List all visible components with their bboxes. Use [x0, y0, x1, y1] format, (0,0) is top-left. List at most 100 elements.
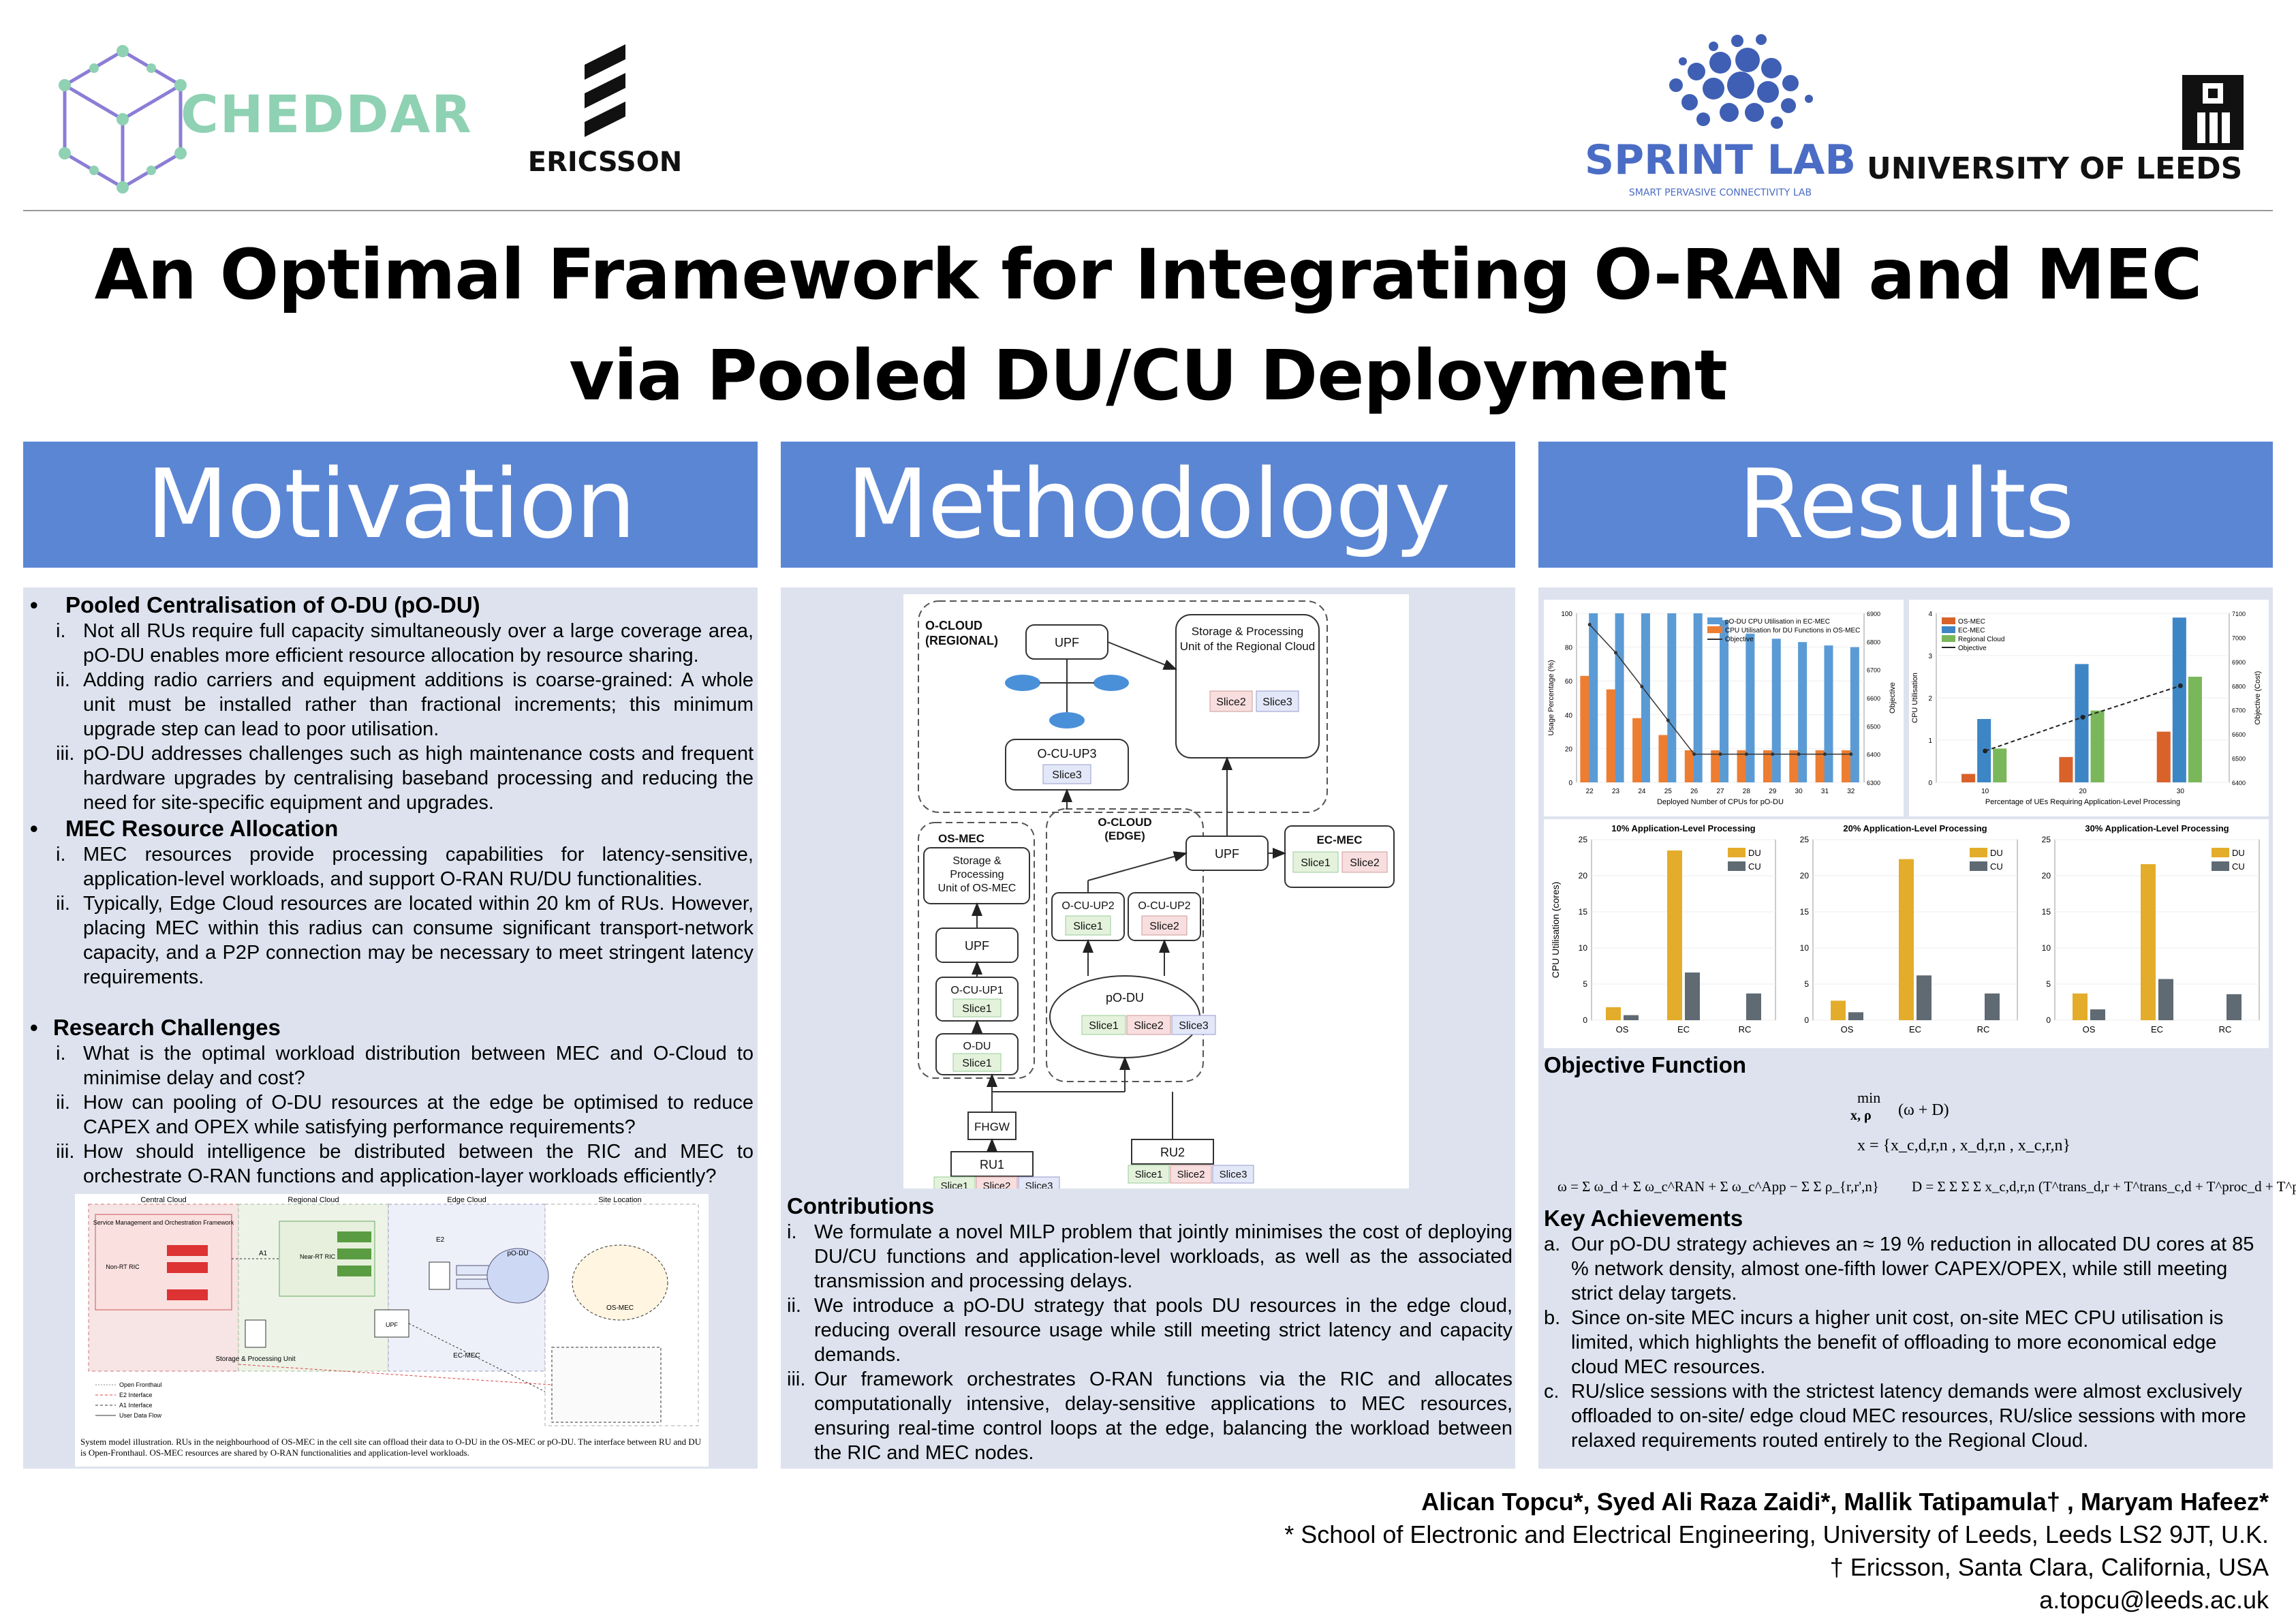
bar — [2156, 731, 2171, 782]
objective-point — [1822, 752, 1827, 756]
y2-tick-label: 6300 — [1867, 780, 1880, 786]
y-tick-label: 60 — [1565, 678, 1573, 686]
x-tick-label: 10 — [1981, 788, 1989, 795]
y-tick-label: 5 — [1583, 979, 1587, 989]
y2-tick-label: 7000 — [2232, 634, 2246, 641]
fig-legend: Open Fronthaul E2 Interface A1 Interface… — [95, 1381, 162, 1419]
central-cloud-label: Central Cloud — [140, 1196, 186, 1204]
list-number: i. — [787, 1221, 797, 1243]
edge-cloud-label: Edge Cloud — [447, 1196, 486, 1204]
sprint-wordmark: SPRINT LAB — [1584, 136, 1857, 184]
leeds-wordmark: UNIVERSITY OF LEEDS — [1867, 151, 2243, 186]
y-tick-label: 15 — [2042, 907, 2051, 917]
list-text: RU/slice sessions with the strictest lat… — [1571, 1381, 2246, 1452]
sprint-subtitle: SMART PERVASIVE CONNECTIVITY LAB — [1628, 187, 1812, 198]
list-text: MEC resources provide processing capabil… — [83, 844, 754, 890]
objective-point — [1983, 748, 1988, 754]
subplot-title: 20% Application-Level Processing — [1843, 823, 1987, 833]
svg-text:E2 Interface: E2 Interface — [119, 1392, 153, 1398]
y-tick-label: 3 — [1928, 653, 1932, 660]
svg-text:Slice2: Slice2 — [1350, 857, 1380, 869]
x-tick-label: OS — [1841, 1024, 1854, 1035]
legend-swatch — [1728, 848, 1746, 857]
svg-text:Slice2: Slice2 — [983, 1180, 1011, 1189]
bar-cu — [1624, 1015, 1639, 1020]
odu: O-DU — [963, 1041, 991, 1052]
storage-fig-label: Storage & Processing Unit — [215, 1355, 296, 1363]
svg-text:Slice1: Slice1 — [962, 1003, 992, 1015]
legend-label: pO-DU CPU Utilisation in EC-MEC — [1725, 618, 1830, 626]
x-tick-label: 30 — [2177, 788, 2185, 795]
y-tick-label: 25 — [2042, 835, 2051, 844]
svg-text:Slice3: Slice3 — [1262, 696, 1292, 708]
ru1: RU1 — [980, 1158, 1004, 1171]
ericsson-wordmark: ERICSSON — [527, 147, 683, 178]
svg-text:Slice2: Slice2 — [1177, 1169, 1205, 1180]
x-tick-label: 29 — [1769, 788, 1777, 795]
y-tick-label: 0 — [1804, 1015, 1809, 1025]
x-tick-label: 32 — [1847, 788, 1855, 795]
list-number: i. — [56, 620, 66, 642]
svg-text:Slice3: Slice3 — [1025, 1180, 1053, 1189]
y-tick-label: 4 — [1928, 611, 1932, 618]
svg-text:Slice1: Slice1 — [1089, 1020, 1119, 1032]
cheddar-logo: CHEDDAR — [34, 37, 471, 194]
fhgw: FHGW — [974, 1120, 1010, 1133]
list-text: What is the optimal workload distributio… — [83, 1043, 754, 1089]
bar-ec-mec — [1641, 613, 1650, 782]
bar-du — [1831, 1000, 1846, 1020]
ericsson-logo: ERICSSON — [523, 44, 687, 187]
objective-point — [1614, 651, 1618, 655]
ocu-up2-b: O-CU-UP2 — [1138, 900, 1190, 912]
x-tick-label: EC — [2151, 1024, 2163, 1035]
contact-email[interactable]: a.topcu@leeds.ac.uk — [2039, 1586, 2269, 1614]
list-number: iii. — [56, 1141, 75, 1163]
legend-label: DU — [1990, 848, 2003, 858]
ecmec-label: EC-MEC — [1316, 833, 1362, 846]
storage-regional-label: Storage & Processing — [1192, 625, 1303, 638]
objective-point — [1797, 752, 1801, 756]
key-list: a.Our pO-DU strategy achieves an ≈ 19 % … — [1544, 1232, 2269, 1453]
legend-label: EC-MEC — [1958, 627, 1985, 634]
bar-os-mec — [1684, 750, 1694, 782]
legend-swatch — [2212, 861, 2229, 871]
contributions-list: i.We formulate a novel MILP problem that… — [787, 1220, 1512, 1465]
e2-label: E2 — [436, 1236, 445, 1244]
bar-cu — [1685, 972, 1700, 1020]
architecture-diagram: O-CLOUD (REGIONAL) UPF Storage & Process… — [918, 600, 1395, 1195]
svg-text:User Data Flow: User Data Flow — [119, 1412, 162, 1419]
svg-text:Slice1: Slice1 — [1301, 857, 1331, 869]
svg-text:Storage &: Storage & — [952, 855, 1001, 867]
poster-title: An Optimal Framework for Integrating O-R… — [20, 225, 2276, 427]
mec-list: i.MEC resources provide processing capab… — [26, 842, 754, 990]
objective-point — [1849, 752, 1853, 756]
y2-tick-label: 6600 — [2232, 731, 2246, 738]
x-tick-label: 24 — [1638, 788, 1646, 795]
ru2: RU2 — [1160, 1146, 1185, 1159]
bar-os-mec — [1763, 750, 1772, 782]
list-number: c. — [1544, 1381, 1560, 1403]
svg-text:(REGIONAL): (REGIONAL) — [925, 634, 998, 647]
list-text: How can pooling of O-DU resources at the… — [83, 1092, 754, 1138]
bar-cu — [1848, 1012, 1863, 1020]
bar-cu — [1917, 975, 1932, 1020]
bar — [2172, 617, 2186, 782]
title-line-1: An Optimal Framework for Integrating O-R… — [94, 234, 2203, 316]
list-text: Not all RUs require full capacity simult… — [83, 620, 754, 667]
legend-swatch — [1707, 617, 1722, 624]
bar-du — [2141, 864, 2156, 1020]
y2-tick-label: 6900 — [2232, 659, 2246, 666]
list-item: ii.Adding radio carriers and equipment a… — [56, 668, 754, 741]
y2-axis-label: Objective — [1889, 682, 1897, 714]
y-tick-label: 15 — [1579, 907, 1588, 917]
upf-edge: UPF — [1215, 847, 1239, 861]
list-number: ii. — [56, 669, 70, 691]
list-item: iii.pO-DU addresses challenges such as h… — [56, 741, 754, 815]
bar-os-mec — [1737, 750, 1746, 782]
list-number: ii. — [56, 1092, 70, 1114]
list-item: iii.How should intelligence be distribut… — [56, 1139, 754, 1189]
x-tick-label: OS — [1616, 1024, 1629, 1035]
